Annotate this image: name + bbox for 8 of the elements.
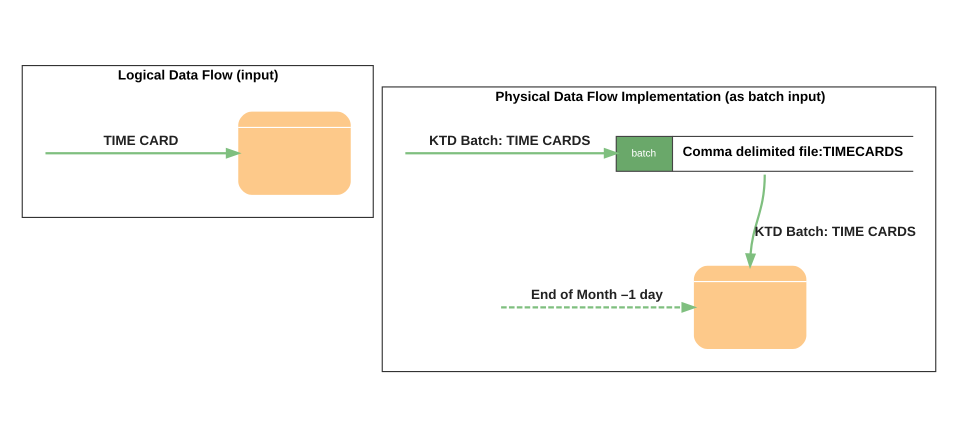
edge-label: KTD Batch: TIME CARDS bbox=[429, 132, 590, 148]
arrow bbox=[745, 174, 766, 269]
arrow bbox=[501, 301, 698, 312]
arrow bbox=[405, 147, 620, 158]
arrow bbox=[45, 147, 242, 158]
edge-label: TIME CARD bbox=[103, 132, 178, 148]
edge-label: KTD Batch: TIME CARDS bbox=[754, 224, 916, 239]
edge-label: End of Month –1 day bbox=[530, 286, 663, 302]
